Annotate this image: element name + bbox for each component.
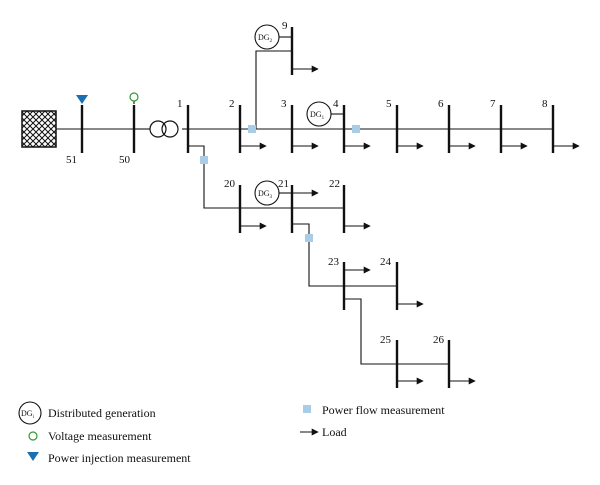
dg-1-symbol: DG1 bbox=[306, 101, 344, 127]
bus-label-23: 23 bbox=[328, 256, 340, 268]
line-2-9 bbox=[255, 50, 292, 129]
bus-label-25: 25 bbox=[380, 334, 392, 346]
grid-source bbox=[21, 110, 57, 148]
dg-1-label: DG1 bbox=[310, 110, 325, 121]
power-flow-measurement-icon bbox=[305, 234, 313, 242]
legend-power-flow-measurement: Power flow measurement bbox=[322, 403, 445, 417]
bus-label-9: 9 bbox=[282, 20, 288, 32]
bus-label-2: 2 bbox=[229, 98, 235, 110]
legend-voltage-measurement-icon bbox=[28, 431, 38, 441]
legend-load: Load bbox=[322, 425, 347, 439]
legend-dg-icon: DGi bbox=[18, 401, 42, 425]
dg-3-subscript: 3 bbox=[270, 195, 273, 200]
bus-label-1: 1 bbox=[177, 98, 183, 110]
bus-label-7: 7 bbox=[490, 98, 496, 110]
bus-label-50: 50 bbox=[119, 154, 131, 166]
dg-2-subscript: 2 bbox=[270, 39, 273, 44]
bus-label-51: 51 bbox=[66, 154, 77, 166]
voltage-measurement-icon bbox=[129, 92, 139, 102]
dg-3-label: DG3 bbox=[258, 189, 273, 200]
line-23-25 bbox=[344, 298, 397, 365]
legend-power-flow-icon bbox=[303, 405, 311, 413]
dg-3-symbol: DG3 bbox=[254, 180, 292, 206]
line-21-23 bbox=[292, 223, 344, 287]
bus-label-21: 21 bbox=[278, 178, 289, 190]
power-flow-measurement-icon bbox=[200, 156, 208, 164]
legend-power-injection-icon bbox=[27, 452, 39, 461]
bus-label-8: 8 bbox=[542, 98, 548, 110]
svg-text:DGi: DGi bbox=[21, 409, 35, 420]
legend: DGi Distributed generation Voltage measu… bbox=[18, 401, 445, 465]
dg-2-label: DG2 bbox=[258, 33, 273, 44]
legend-power-injection-measurement: Power injection measurement bbox=[48, 451, 191, 465]
bus-label-26: 26 bbox=[433, 334, 445, 346]
bus-label-20: 20 bbox=[224, 178, 236, 190]
legend-voltage-measurement: Voltage measurement bbox=[48, 429, 152, 443]
transformer-icon bbox=[149, 120, 179, 138]
bus-label-22: 22 bbox=[329, 178, 340, 190]
bus-label-3: 3 bbox=[281, 98, 287, 110]
power-injection-measurement-icon bbox=[76, 95, 88, 104]
line-1-20 bbox=[188, 145, 240, 209]
bus-label-6: 6 bbox=[438, 98, 444, 110]
legend-distributed-generation: Distributed generation bbox=[48, 406, 156, 420]
dg-2-symbol: DG2 bbox=[254, 24, 280, 50]
bus-label-5: 5 bbox=[386, 98, 392, 110]
bus-label-24: 24 bbox=[380, 256, 392, 268]
bus-label-4: 4 bbox=[333, 98, 339, 110]
power-flow-measurement-icon bbox=[248, 125, 256, 133]
legend-dg-icon-subscript: i bbox=[33, 415, 35, 420]
power-flow-measurement-icon bbox=[352, 125, 360, 133]
dg-1-subscript: 1 bbox=[322, 116, 325, 121]
